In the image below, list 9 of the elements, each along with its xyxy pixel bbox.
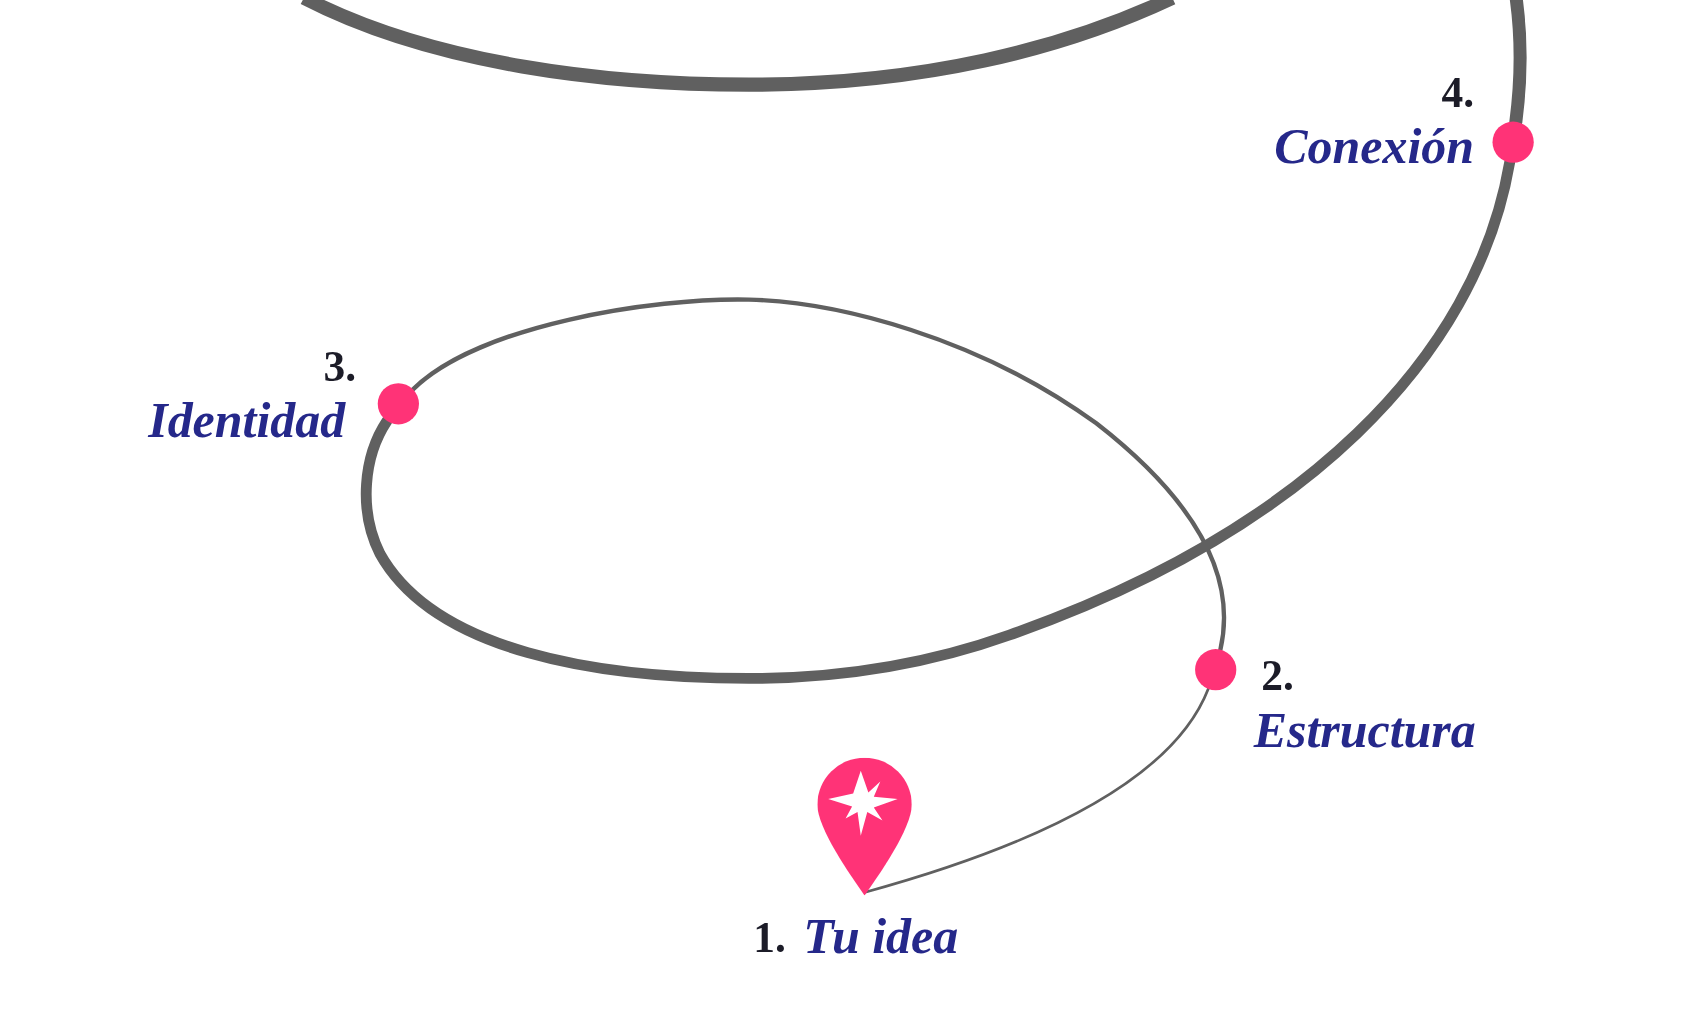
step-number: 2. [1261,654,1294,698]
step-number: 4. [1441,71,1475,116]
step-label: Identidad [148,396,346,447]
step-label: Estructura [1253,705,1476,756]
step-number: 3. [323,345,357,389]
path-line [410,297,1227,652]
step-label: Tu idea [803,911,959,962]
step-label: Conexión [1274,121,1475,172]
step-number: 1. [753,916,786,960]
